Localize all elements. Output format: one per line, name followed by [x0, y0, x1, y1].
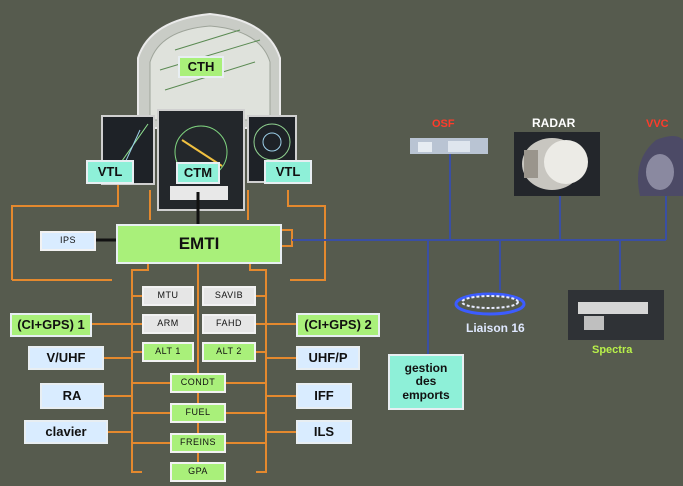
- alt2-box: ALT 2: [202, 342, 256, 362]
- radar-label: RADAR: [532, 116, 576, 130]
- savib-box: SAVIB: [202, 286, 256, 306]
- liaison16-antenna-image: [454, 292, 526, 316]
- vtl-right-box: VTL: [264, 160, 312, 184]
- vuhf-box: V/UHF: [28, 346, 104, 370]
- ils-box: ILS: [296, 420, 352, 444]
- arm-box: ARM: [142, 314, 194, 334]
- iff-box: IFF: [296, 383, 352, 409]
- osf-label: OSF: [432, 118, 455, 130]
- ctm-box: CTM: [176, 162, 220, 184]
- uhfp-box: UHF/P: [296, 346, 360, 370]
- orange-links: [11, 185, 326, 473]
- ra-box: RA: [40, 383, 104, 409]
- spectra-image: [568, 290, 664, 340]
- emti-box: EMTI: [116, 224, 282, 264]
- fuel-box: FUEL: [170, 403, 226, 423]
- mtu-box: MTU: [142, 286, 194, 306]
- ips-box: IPS: [40, 231, 96, 251]
- osf-sensor-image: [410, 138, 488, 154]
- alt1-box: ALT 1: [142, 342, 194, 362]
- blue-bus: [292, 152, 667, 354]
- vvc-label: VVC: [646, 118, 669, 130]
- gpa-box: GPA: [170, 462, 226, 482]
- cigps1-box: (CI+GPS) 1: [10, 313, 92, 337]
- vvc-helmet-image: [638, 136, 683, 196]
- condt-box: CONDT: [170, 373, 226, 393]
- clavier-box: clavier: [24, 420, 108, 444]
- liaison16-label: Liaison 16: [466, 321, 525, 335]
- vtl-left-box: VTL: [86, 160, 134, 184]
- cigps2-box: (CI+GPS) 2: [296, 313, 380, 337]
- freins-box: FREINS: [170, 433, 226, 453]
- radar-image: [514, 132, 600, 196]
- spectra-label: Spectra: [592, 344, 633, 356]
- black-links: [96, 192, 200, 242]
- fahd-box: FAHD: [202, 314, 256, 334]
- gestion-des-emports-box: gestion des emports: [388, 354, 464, 410]
- cth-box: CTH: [178, 56, 224, 78]
